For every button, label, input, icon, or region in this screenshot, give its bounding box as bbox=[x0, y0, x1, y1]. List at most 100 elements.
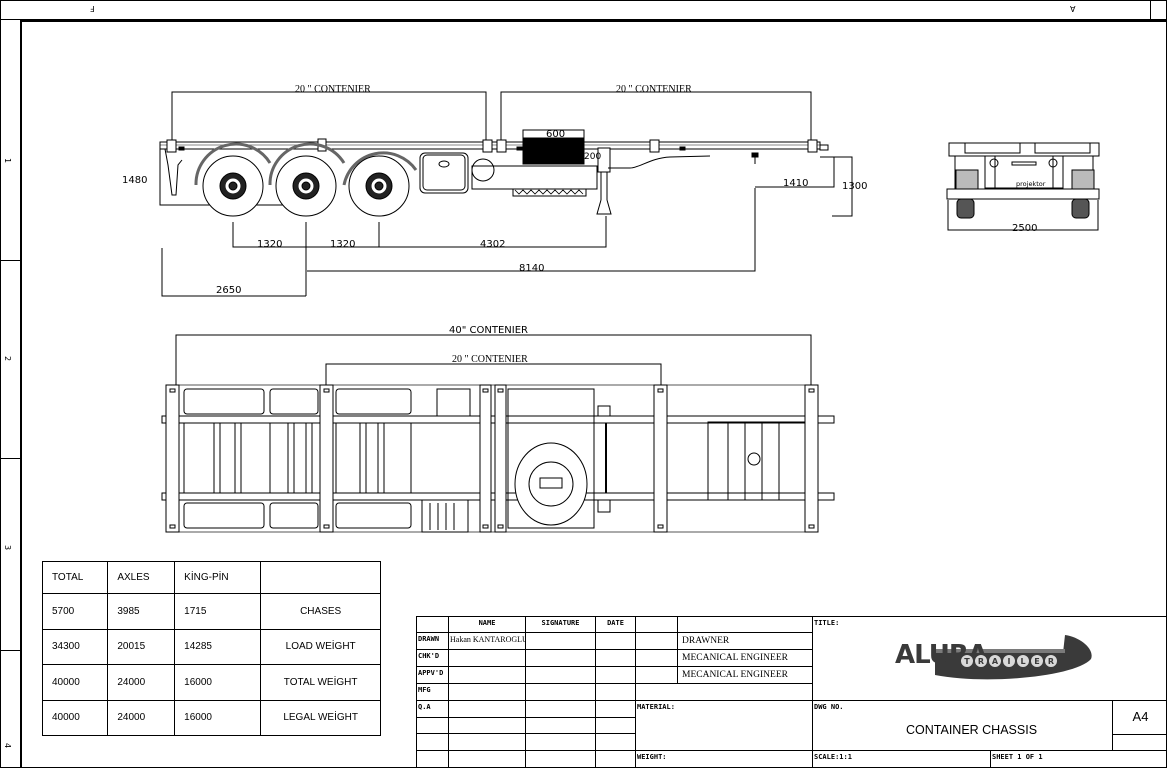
tb-mfg-name bbox=[449, 684, 526, 701]
cell-kingpin: 16000 bbox=[174, 664, 262, 701]
weight-table: TOTAL AXLES KİNG-PİN 5700 3985 1715 CHAS… bbox=[41, 561, 381, 736]
svg-text:L: L bbox=[1020, 657, 1025, 666]
alura-trailer-logo: ALURA T R A I L E R bbox=[895, 629, 1105, 681]
tb-checked-signature bbox=[526, 650, 596, 667]
tb-title-label: TITLE: bbox=[814, 619, 840, 627]
tb-corner bbox=[417, 617, 449, 633]
cell-axles: 3985 bbox=[107, 593, 176, 630]
cell-total: 40000 bbox=[41, 664, 109, 701]
svg-text:I: I bbox=[1008, 657, 1011, 666]
tb-blank bbox=[596, 734, 636, 751]
tb-mfg-signature bbox=[526, 684, 596, 701]
cell-total: 40000 bbox=[41, 699, 109, 736]
zone-divider bbox=[0, 650, 20, 651]
tb-sheet-size: A4 bbox=[1113, 701, 1167, 735]
cell-label: LEGAL WEİGHT bbox=[260, 699, 381, 736]
tb-blank bbox=[678, 617, 813, 633]
tb-blank bbox=[636, 633, 678, 650]
zone-marker-3: 3 bbox=[3, 544, 13, 551]
cell-kingpin: 14285 bbox=[174, 628, 262, 665]
cell-kingpin: 1715 bbox=[174, 593, 262, 630]
top-border-band bbox=[0, 0, 1167, 20]
tb-blank bbox=[417, 751, 449, 768]
cell-axles: 20015 bbox=[107, 628, 176, 665]
tb-blank bbox=[449, 734, 526, 751]
header-label bbox=[260, 561, 381, 594]
tb-sheet: SHEET 1 OF 1 bbox=[991, 751, 1167, 768]
zone-marker-2: 2 bbox=[3, 355, 13, 362]
zone-marker-a: A bbox=[1070, 4, 1076, 13]
tb-mfg-date bbox=[596, 684, 636, 701]
tb-blank bbox=[636, 667, 678, 684]
tb-blank bbox=[596, 718, 636, 734]
tb-qa-signature bbox=[526, 701, 596, 718]
tb-weight: WEIGHT: bbox=[636, 751, 813, 768]
zone-marker-1: 1 bbox=[3, 157, 13, 164]
zone-marker-4: 4 bbox=[3, 742, 13, 749]
cell-total: 34300 bbox=[41, 628, 109, 665]
drawing-title: CONTAINER CHASSIS bbox=[906, 723, 1038, 737]
tb-qa-date bbox=[596, 701, 636, 718]
tb-checked-date bbox=[596, 650, 636, 667]
svg-text:R: R bbox=[978, 657, 984, 666]
cell-label: CHASES bbox=[260, 593, 381, 630]
tb-dwg-no-label: DWG NO. bbox=[814, 703, 844, 711]
table-row: 40000 24000 16000 TOTAL WEİGHT bbox=[41, 664, 381, 701]
tb-approved-date bbox=[596, 667, 636, 684]
table-row: 5700 3985 1715 CHASES bbox=[41, 593, 381, 630]
tb-blank bbox=[636, 650, 678, 667]
tb-label-drawn: DRAWN bbox=[417, 633, 449, 650]
table-row: 34300 20015 14285 LOAD WEİGHT bbox=[41, 628, 381, 665]
tb-blank bbox=[526, 751, 596, 768]
cell-total: 5700 bbox=[41, 593, 109, 630]
tb-role-drawner: DRAWNER bbox=[678, 633, 813, 650]
zone-divider bbox=[0, 458, 20, 459]
tb-blank bbox=[1113, 735, 1167, 751]
cell-axles: 24000 bbox=[107, 699, 176, 736]
zone-divider bbox=[0, 260, 20, 261]
tb-label-approved: APPV'D bbox=[417, 667, 449, 684]
header-total: TOTAL bbox=[41, 561, 109, 594]
tb-label-qa: Q.A bbox=[417, 701, 449, 718]
cell-kingpin: 16000 bbox=[174, 699, 262, 736]
cell-label: TOTAL WEİGHT bbox=[260, 664, 381, 701]
svg-text:E: E bbox=[1034, 657, 1039, 666]
tb-label-mfg: MFG bbox=[417, 684, 449, 701]
tb-dwg-no: DWG NO. bbox=[813, 701, 1113, 751]
title-block: NAME SIGNATURE DATE DRAWN Hakan KANTAROG… bbox=[416, 616, 1167, 768]
border-tick bbox=[1150, 0, 1151, 20]
zone-marker-f: F bbox=[90, 4, 95, 13]
tb-blank bbox=[596, 751, 636, 768]
tb-blank bbox=[417, 718, 449, 734]
tb-drawn-name: Hakan KANTAROGLU bbox=[449, 633, 526, 650]
tb-approved-name bbox=[449, 667, 526, 684]
tb-drawn-date bbox=[596, 633, 636, 650]
tb-material: MATERIAL: bbox=[636, 701, 813, 751]
tb-role-engineer: MECANICAL ENGINEER bbox=[678, 667, 813, 684]
header-kingpin: KİNG-PİN bbox=[174, 561, 262, 594]
logo-text: ALURA bbox=[895, 640, 988, 670]
tb-blank bbox=[449, 751, 526, 768]
tb-label-checked: CHK'D bbox=[417, 650, 449, 667]
tb-qa-name bbox=[449, 701, 526, 718]
tb-title-area: TITLE: bbox=[813, 617, 1167, 701]
tb-blank bbox=[636, 684, 813, 701]
svg-text:A: A bbox=[992, 657, 999, 666]
tb-blank bbox=[526, 734, 596, 751]
table-row: 40000 24000 16000 LEGAL WEİGHT bbox=[41, 699, 381, 736]
cell-label: LOAD WEİGHT bbox=[260, 628, 381, 665]
tb-drawn-signature bbox=[526, 633, 596, 650]
tb-approved-signature bbox=[526, 667, 596, 684]
tb-scale: SCALE:1:1 bbox=[813, 751, 991, 768]
tb-role-engineer: MECANICAL ENGINEER bbox=[678, 650, 813, 667]
tb-header-signature: SIGNATURE bbox=[526, 617, 596, 633]
tb-blank bbox=[526, 718, 596, 734]
header-axles: AXLES bbox=[107, 561, 176, 594]
svg-text:R: R bbox=[1048, 657, 1054, 666]
svg-text:T: T bbox=[964, 657, 970, 666]
tb-blank bbox=[417, 734, 449, 751]
cell-axles: 24000 bbox=[107, 664, 176, 701]
tb-checked-name bbox=[449, 650, 526, 667]
tb-blank bbox=[636, 617, 678, 633]
tb-header-date: DATE bbox=[596, 617, 636, 633]
